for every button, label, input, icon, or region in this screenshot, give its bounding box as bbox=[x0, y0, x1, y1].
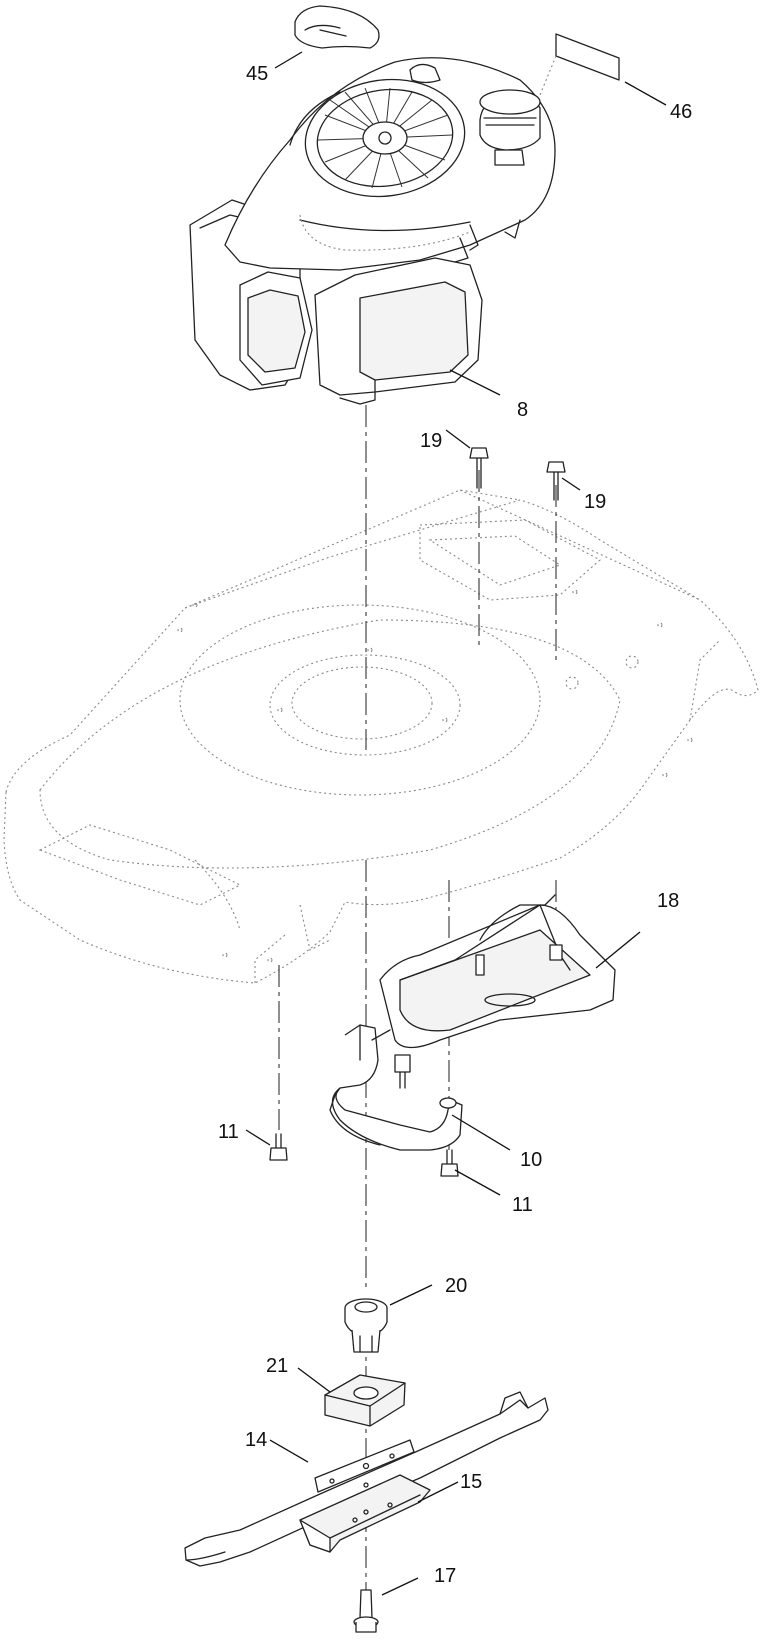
bolt-19-left bbox=[469, 447, 489, 489]
callout-46: 46 bbox=[670, 101, 693, 123]
leader-lines bbox=[245, 51, 667, 1596]
bracket-10 bbox=[329, 1024, 463, 1151]
callout-14: 14 bbox=[245, 1429, 268, 1451]
callout-15: 15 bbox=[460, 1471, 483, 1493]
callout-8: 8 bbox=[517, 399, 529, 421]
callout-45: 45 bbox=[246, 63, 269, 85]
bolt-11-left bbox=[269, 1133, 288, 1161]
callout-11-left: 11 bbox=[218, 1121, 239, 1143]
spacer-21 bbox=[324, 1374, 406, 1427]
baffle-18 bbox=[379, 894, 616, 1049]
stiffener-15 bbox=[299, 1474, 431, 1553]
bolt-19-right bbox=[546, 461, 566, 501]
blade-bolt-17 bbox=[353, 1589, 379, 1633]
callout-10: 10 bbox=[520, 1149, 543, 1171]
callout-20: 20 bbox=[445, 1275, 468, 1297]
callout-17: 17 bbox=[434, 1565, 457, 1587]
label-46 bbox=[539, 33, 620, 96]
callout-21: 21 bbox=[266, 1355, 289, 1377]
decal-45 bbox=[294, 5, 380, 49]
callout-11-right: 11 bbox=[512, 1194, 533, 1216]
blade-14 bbox=[184, 1391, 549, 1567]
callout-19-right: 19 bbox=[584, 491, 607, 513]
callout-18: 18 bbox=[657, 890, 680, 912]
engine-assembly bbox=[189, 57, 556, 405]
mower-deck-phantom bbox=[3, 489, 759, 984]
callout-19-left: 19 bbox=[420, 430, 443, 452]
bolt-11-right bbox=[440, 1149, 459, 1177]
blade-adapter-20 bbox=[344, 1298, 388, 1353]
